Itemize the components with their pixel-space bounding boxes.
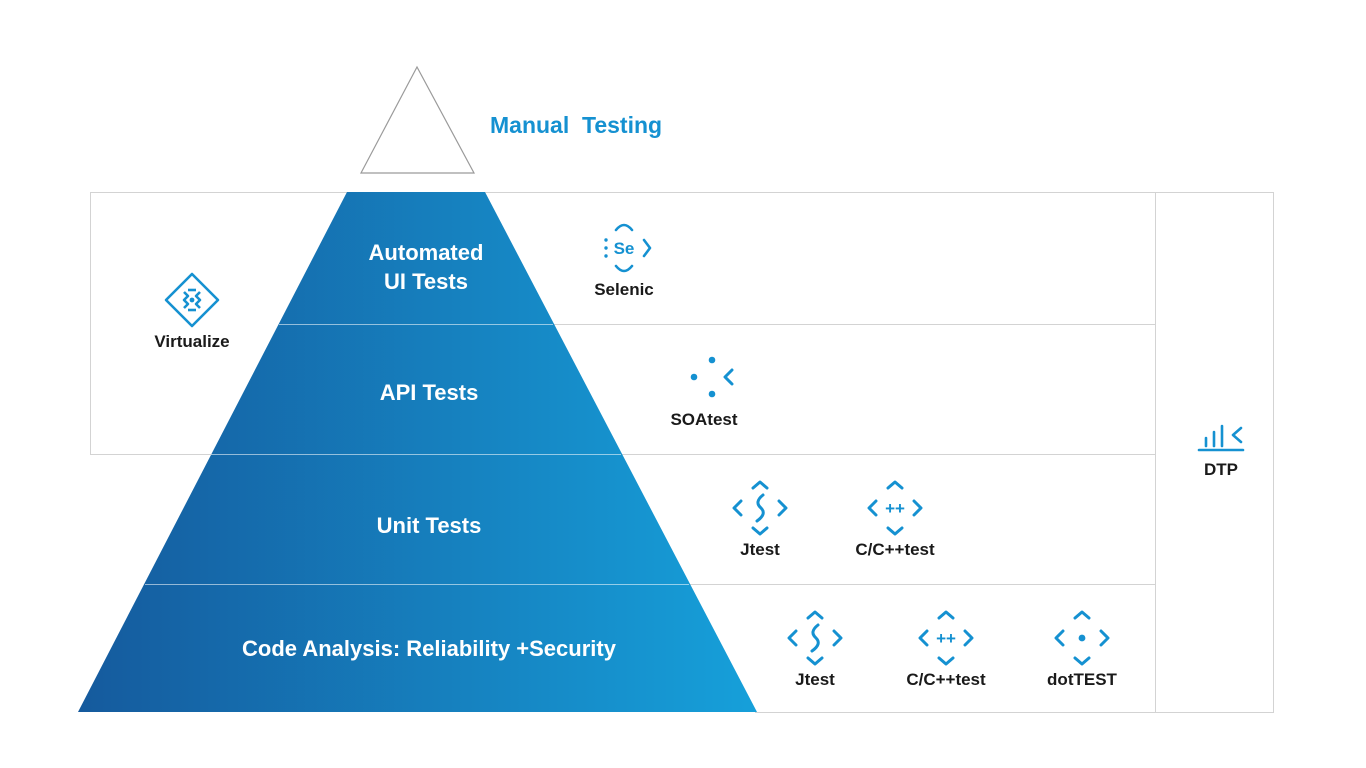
cpptest-icon: ++ — [918, 610, 974, 666]
manual-testing-label: Manual Testing — [490, 112, 663, 138]
tool-jtest-unit-label: Jtest — [740, 540, 780, 559]
cpptest-icon: ++ — [867, 480, 923, 536]
tier-api-tests: API Tests — [379, 380, 479, 405]
tool-jtest-ca: Jtest — [775, 608, 855, 690]
tool-dtp: DTP — [1184, 418, 1258, 480]
tool-dtp-label: DTP — [1204, 460, 1238, 479]
tool-soatest-label: SOAtest — [670, 410, 738, 429]
pyramid-body — [78, 192, 757, 712]
tier-code-analysis: Code Analysis: Reliability +Security — [242, 636, 616, 661]
tool-jtest-unit: Jtest — [720, 478, 800, 560]
dottest-icon — [1054, 610, 1110, 666]
tool-cpptest-ca: ++ C/C++test — [891, 608, 1001, 690]
tier-automated-ui-line2: UI Tests — [384, 269, 468, 294]
tool-dottest-ca: dotTEST — [1032, 608, 1132, 690]
manual-testing-triangle — [360, 65, 476, 174]
jtest-icon — [732, 480, 788, 536]
tier-unit-tests: Unit Tests — [376, 513, 482, 538]
tool-virtualize-label: Virtualize — [154, 332, 230, 351]
tier-automated-ui-line1: Automated — [368, 240, 484, 265]
cpptest-icon-glyph: ++ — [885, 499, 905, 518]
soatest-icon — [690, 356, 734, 398]
selenic-icon: Se — [604, 223, 652, 273]
tool-virtualize: Virtualize — [140, 270, 244, 352]
virtualize-icon — [164, 272, 220, 328]
tool-selenic-label: Selenic — [594, 280, 654, 299]
dtp-icon — [1197, 424, 1245, 452]
selenic-icon-glyph: Se — [614, 239, 635, 258]
tool-soatest: SOAtest — [656, 348, 752, 430]
tool-jtest-ca-label: Jtest — [795, 670, 835, 689]
tier-automated-ui-tests: Automated UI Tests — [336, 238, 516, 296]
tool-cpptest-ca-label: C/C++test — [906, 670, 986, 689]
jtest-icon — [787, 610, 843, 666]
tool-cpptest-unit: ++ C/C++test — [840, 478, 950, 560]
dtp-zone-box — [1155, 192, 1274, 713]
cpptest-ca-icon-glyph: ++ — [936, 629, 956, 648]
tool-dottest-ca-label: dotTEST — [1047, 670, 1117, 689]
tool-selenic: Se Selenic — [586, 218, 662, 300]
tool-cpptest-unit-label: C/C++test — [855, 540, 935, 559]
